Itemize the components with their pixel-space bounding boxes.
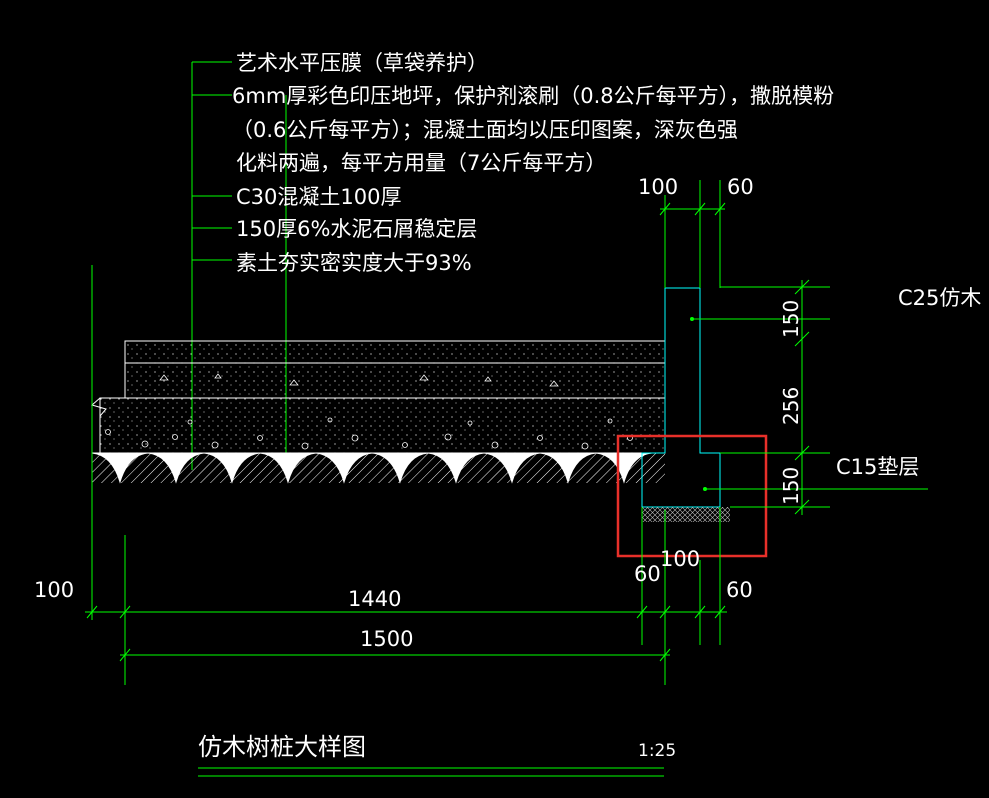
dim-bottom-100-mid: 100 <box>660 547 700 571</box>
dim-150-top: 150 <box>779 300 803 338</box>
break-line <box>90 397 107 453</box>
stamped-surface-layer <box>124 340 666 364</box>
concrete-layer <box>124 362 666 399</box>
leader-notes: 艺术水平压膜（草袋养护） 6mm厚彩色印压地坪，保护剂滚刷（0.8公斤每平方），… <box>232 51 834 275</box>
dim-256: 256 <box>779 387 803 425</box>
dim-1440: 1440 <box>348 587 401 611</box>
drawing-scale: 1:25 <box>638 741 676 761</box>
dim-bottom-100-left: 100 <box>34 578 74 602</box>
label-c15: C15垫层 <box>836 455 919 479</box>
drawing-title: 仿木树桩大样图 <box>198 733 366 761</box>
highlight-box <box>616 434 768 558</box>
dim-top-100: 100 <box>638 175 678 199</box>
dim-top-60: 60 <box>727 175 754 199</box>
note-stamped-concrete-line2: （0.6公斤每平方）；混凝土面均以压印图案，深灰色强 <box>232 118 738 142</box>
bottom-dimensions: 100 100 60 60 1440 1500 <box>34 265 753 685</box>
label-c25: C25仿木 <box>898 286 981 310</box>
vertical-dimensions: 150 256 150 <box>779 279 810 515</box>
compacted-soil <box>91 452 665 484</box>
note-stamped-concrete-line3: 化料两遍，每平方用量（7公斤每平方） <box>236 151 606 175</box>
note-stabilized-layer: 150厚6%水泥石屑稳定层 <box>236 217 477 241</box>
dim-1500: 1500 <box>360 627 413 651</box>
dim-150-bottom: 150 <box>779 467 803 505</box>
note-compacted-soil: 素土夯实密实度大于93% <box>236 251 472 275</box>
note-stamped-concrete: 6mm厚彩色印压地坪，保护剂滚刷（0.8公斤每平方），撒脱模粉 <box>232 84 834 108</box>
title-block: 仿木树桩大样图 1:25 <box>198 733 676 777</box>
stabilized-layer <box>99 397 666 454</box>
right-labels: C25仿木 C15垫层 <box>692 286 981 508</box>
note-c30-concrete: C30混凝土100厚 <box>236 185 401 209</box>
c15-bedding-hatch <box>642 507 730 522</box>
dim-bottom-60-left: 60 <box>634 562 661 586</box>
top-dimensions: 100 60 <box>638 175 754 288</box>
curb-section <box>641 287 730 522</box>
note-grass-curing: 艺术水平压膜（草袋养护） <box>236 51 488 75</box>
pavement-section <box>90 340 666 484</box>
dim-bottom-60-right: 60 <box>726 578 753 602</box>
